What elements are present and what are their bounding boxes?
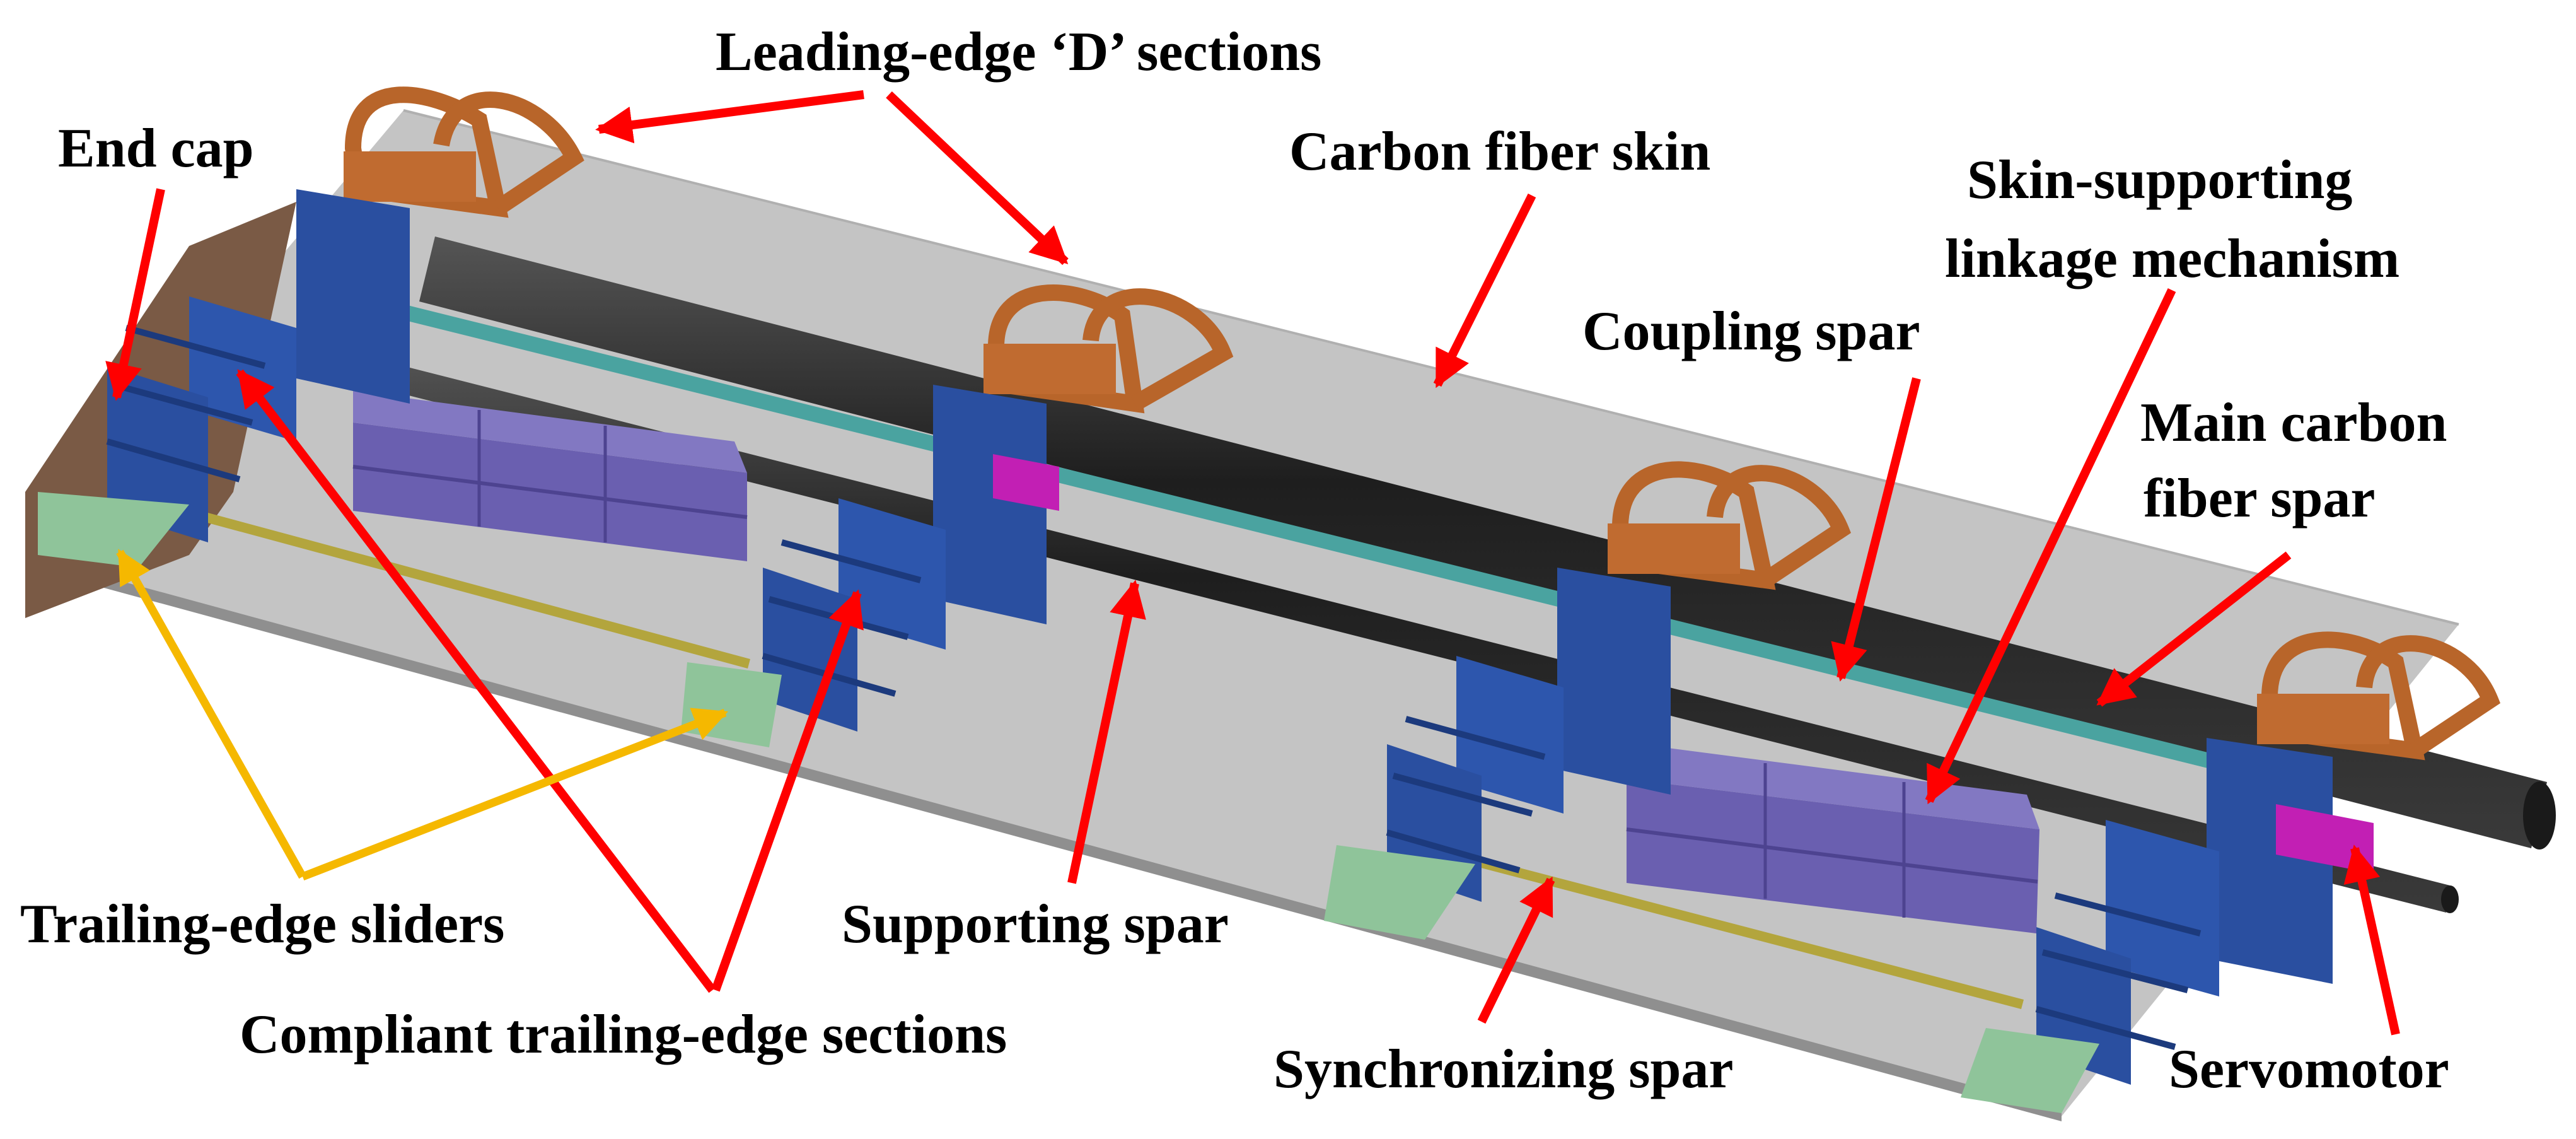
skin-trailing-edge-strip [25, 555, 2062, 1121]
trailing-edge-slider-1 [38, 492, 189, 568]
skin-top-edge-line [403, 109, 2459, 626]
arrow-end-cap [105, 188, 165, 401]
arrow-leading-edge-1 [595, 90, 864, 144]
arrow-main-spar [2096, 551, 2292, 707]
trailing-edge-slider-4 [1961, 1028, 2099, 1113]
label-trailing-edge-sliders: Trailing-edge sliders [20, 894, 505, 955]
linkage-mechanism-2 [1626, 744, 2039, 933]
arrow-coupling-spar [1831, 377, 1921, 682]
linkage-mechanism-1 [352, 391, 748, 561]
arrow-slider-2 [301, 708, 729, 881]
coupling-spar [354, 293, 2263, 781]
arrow-supporting-spar [1067, 580, 1146, 884]
arrow-leading-edge-2 [886, 91, 1069, 266]
callout-arrows [105, 90, 2400, 1036]
label-coupling-spar: Coupling spar [1582, 301, 1920, 362]
arrow-compliant-1 [236, 369, 716, 993]
rib-station-1 [106, 86, 584, 542]
trailing-edge-slider-3 [1324, 845, 1475, 940]
arrow-carbon-skin [1433, 193, 1536, 388]
label-skin-supporting-line1: Skin-supporting [1967, 149, 2353, 211]
label-main-spar-line2: fiber spar [2144, 468, 2376, 529]
label-end-cap: End cap [58, 118, 254, 179]
label-leading-edge-sections: Leading-edge ‘D’ sections [716, 21, 1322, 83]
label-skin-supporting-line2: linkage mechanism [1945, 228, 2400, 289]
label-compliant-sections: Compliant trailing-edge sections [240, 1004, 1007, 1065]
arrow-compliant-2 [711, 589, 864, 992]
arrow-skin-linkage [1925, 288, 2176, 805]
label-main-spar-line1: Main carbon [2140, 392, 2447, 453]
synchronizing-spar-1 [187, 508, 750, 669]
label-servomotor: Servomotor [2169, 1039, 2449, 1100]
arrow-servomotor [2343, 844, 2400, 1036]
servomotor-1 [993, 454, 1059, 511]
synchronizing-spar-2 [1466, 855, 2024, 1009]
main-spar-end [2523, 781, 2556, 850]
arrow-slider-1 [116, 549, 306, 879]
arrow-synchronizing-spar [1477, 876, 1555, 1024]
supporting-spar [334, 350, 2452, 913]
label-synchronizing-spar: Synchronizing spar [1273, 1039, 1734, 1100]
label-carbon-fiber-skin: Carbon fiber skin [1289, 121, 1711, 182]
label-supporting-spar: Supporting spar [842, 894, 1229, 955]
supporting-spar-end [2441, 885, 2459, 913]
slider-arrows [116, 549, 729, 881]
